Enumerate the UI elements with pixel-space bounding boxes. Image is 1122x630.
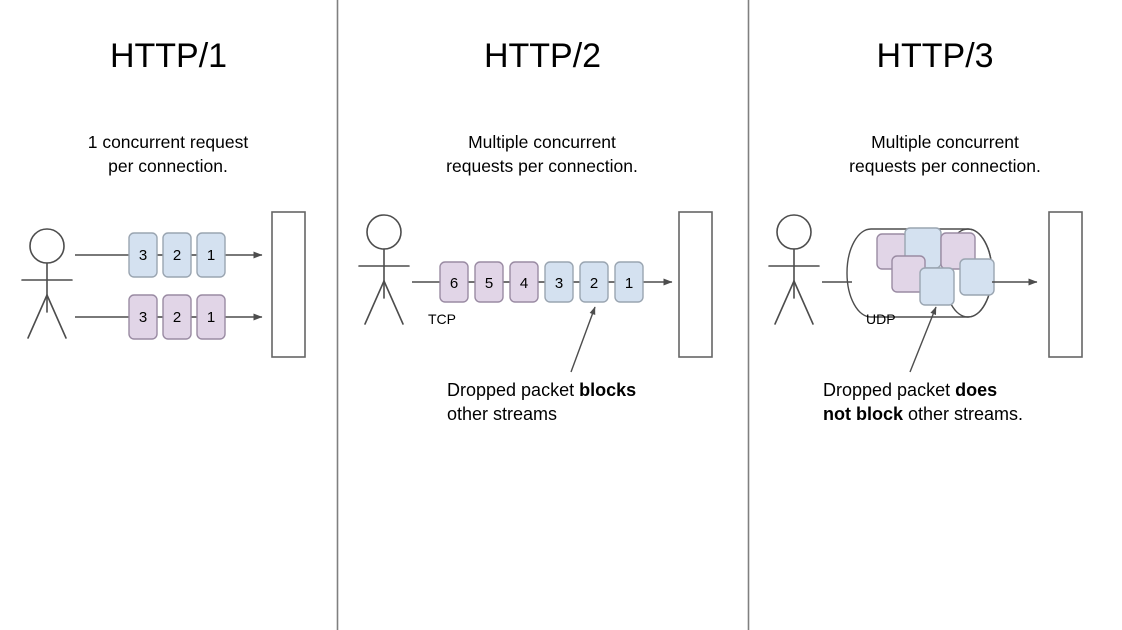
svg-text:2: 2	[590, 275, 598, 292]
caption-http3-line2-plain: other streams.	[903, 404, 1024, 424]
panel-title-http1: HTTP/1	[109, 37, 228, 75]
http3-packet-5	[919, 267, 955, 306]
http2-packet-6: 6	[439, 261, 469, 303]
client-stick-figure-http3	[768, 214, 820, 325]
caption-http3: Dropped packet does not block other stre…	[823, 378, 1122, 426]
caption-http3-line1-plain: Dropped packet	[823, 380, 956, 400]
protocol-label-udp: UDP	[866, 311, 896, 327]
panel-title-http3: HTTP/3	[876, 37, 994, 75]
caption-http2-line1-plain: Dropped packet	[447, 380, 580, 400]
panel-subtitle-http2: Multiple concurrent requests per connect…	[446, 132, 638, 176]
http2-packet-2: 2	[579, 261, 609, 303]
http1-packet-blue-3: 3	[128, 232, 158, 278]
svg-text:4: 4	[520, 275, 528, 292]
http2-packet-5: 5	[474, 261, 504, 303]
server-http1	[271, 211, 306, 358]
svg-text:3: 3	[139, 247, 147, 264]
svg-text:6: 6	[450, 275, 458, 292]
svg-text:1: 1	[625, 275, 633, 292]
server-http2	[678, 211, 713, 358]
http2-packet-1: 1	[614, 261, 644, 303]
svg-text:3: 3	[139, 309, 147, 326]
http2-packet-3: 3	[544, 261, 574, 303]
caption-http2-line1-bold: blocks	[579, 380, 637, 400]
caption-http2-line2-plain: other streams	[447, 404, 558, 424]
protocol-label-tcp: TCP	[428, 311, 456, 327]
svg-text:1: 1	[207, 309, 215, 326]
http2-caption-pointer-arrow	[570, 306, 596, 373]
server-http3	[1048, 211, 1083, 358]
caption-http2: Dropped packet blocks other streams	[447, 378, 737, 426]
panel-subtitle-http3: Multiple concurrent requests per connect…	[849, 132, 1041, 176]
http1-packet-purple-2: 2	[162, 294, 192, 340]
http1-packet-blue-2: 2	[162, 232, 192, 278]
svg-text:3: 3	[555, 275, 563, 292]
caption-http3-line1-bold: does	[955, 380, 998, 400]
http2-packet-4: 4	[509, 261, 539, 303]
http1-packet-purple-3: 3	[128, 294, 158, 340]
caption-http3-line2-bold: not block	[823, 404, 903, 424]
panel-subtitle-http1: 1 concurrent request per connection.	[87, 132, 249, 176]
http3-packet-6	[959, 258, 995, 296]
svg-text:5: 5	[485, 275, 493, 292]
client-stick-figure-http2	[358, 214, 410, 325]
http3-caption-pointer-arrow	[909, 306, 937, 373]
http1-packet-purple-1: 1	[196, 294, 226, 340]
svg-text:2: 2	[173, 309, 181, 326]
panel-title-http2: HTTP/2	[483, 37, 602, 75]
client-stick-figure-http1	[21, 228, 73, 339]
http1-packet-blue-1: 1	[196, 232, 226, 278]
svg-text:2: 2	[173, 247, 181, 264]
svg-text:1: 1	[207, 247, 215, 264]
